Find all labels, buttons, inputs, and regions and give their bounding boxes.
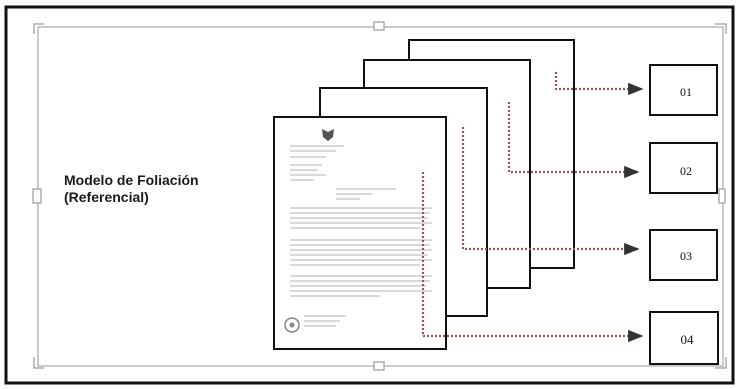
connector-02 [507,102,640,179]
folio-box-01: 01 [649,64,718,116]
handle-bottom-center[interactable] [373,361,385,371]
connectors [421,72,644,343]
connector-01 [554,72,644,96]
handle-top-right[interactable] [715,23,727,34]
handle-bottom-left[interactable] [33,357,44,369]
folio-label-02: 02 [680,164,692,178]
handle-middle-left[interactable] [32,188,42,204]
outer-frame [4,5,735,385]
connector-03 [461,127,640,256]
crest-icon [322,129,334,141]
folio-label-04: 04 [681,332,695,347]
diagram-title-line2: (Referencial) [64,189,149,205]
handle-bottom-right[interactable] [715,357,727,369]
diagram-title: Modelo de Foliación (Referencial) [64,172,199,206]
handle-middle-right[interactable] [718,188,726,204]
handle-top-left[interactable] [33,23,44,34]
folio-box-03: 03 [649,229,718,281]
seal-icon [284,317,300,333]
folio-label-01: 01 [680,85,692,99]
handle-top-center[interactable] [373,21,385,31]
diagram-title-line1: Modelo de Foliación [64,172,199,188]
document-page [273,116,447,350]
connector-04 [421,172,644,343]
folio-box-04: 04 [649,311,719,365]
folio-label-03: 03 [680,249,692,263]
folio-box-02: 02 [649,142,718,194]
resize-handles[interactable] [32,21,727,371]
